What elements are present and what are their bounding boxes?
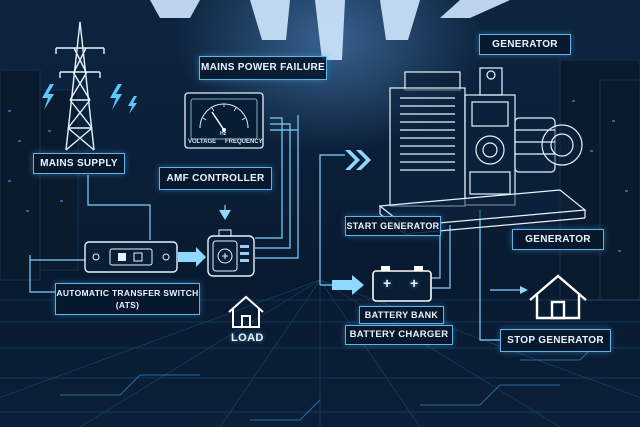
arrow-icon bbox=[520, 286, 528, 294]
arrow-icon bbox=[356, 150, 371, 170]
ats-label-line2: (ATS) bbox=[115, 300, 140, 310]
gauge-voltage-label: VOLTAGE bbox=[188, 139, 217, 145]
load-label: LOAD bbox=[231, 332, 264, 344]
ats-label-line1: AUTOMATIC TRANSFER SWITCH bbox=[56, 288, 199, 298]
battery-plus-left: + bbox=[383, 275, 392, 291]
generator-title-label: GENERATOR bbox=[479, 34, 571, 55]
lightning-icon bbox=[42, 84, 137, 114]
ats-switch-icon bbox=[84, 241, 178, 273]
mains-power-failure-label: MAINS POWER FAILURE bbox=[199, 56, 327, 80]
start-generator-label: START GENERATOR bbox=[345, 216, 441, 236]
ats-label: AUTOMATIC TRANSFER SWITCH (ATS) bbox=[55, 283, 200, 315]
battery-charger-label: BATTERY CHARGER bbox=[345, 325, 453, 345]
controller-module-icon bbox=[207, 229, 255, 277]
flow-arrows bbox=[178, 150, 528, 295]
arrow-icon bbox=[219, 210, 231, 220]
transmission-tower-icon bbox=[55, 21, 105, 151]
battery-bank-label: BATTERY BANK bbox=[359, 306, 444, 324]
house-icon bbox=[529, 274, 587, 320]
house-icon bbox=[228, 295, 264, 328]
arrow-icon bbox=[332, 275, 364, 295]
arrow-icon bbox=[178, 247, 206, 267]
arrow-icon bbox=[345, 150, 360, 170]
gauge-unit-label: Hz bbox=[220, 131, 227, 137]
wiring bbox=[29, 115, 520, 341]
battery-plus-right: + bbox=[410, 275, 419, 291]
generator-side-label: GENERATOR bbox=[512, 229, 604, 250]
battery-icon bbox=[372, 266, 432, 302]
gauge-frequency-label: FREQUENCY bbox=[225, 139, 263, 145]
amf-controller-label: AMF CONTROLLER bbox=[159, 167, 272, 190]
stop-generator-label: STOP GENERATOR bbox=[500, 329, 611, 352]
gauge-icon bbox=[184, 92, 264, 149]
mains-supply-label: MAINS SUPPLY bbox=[33, 153, 125, 174]
generator-icon bbox=[378, 67, 587, 235]
